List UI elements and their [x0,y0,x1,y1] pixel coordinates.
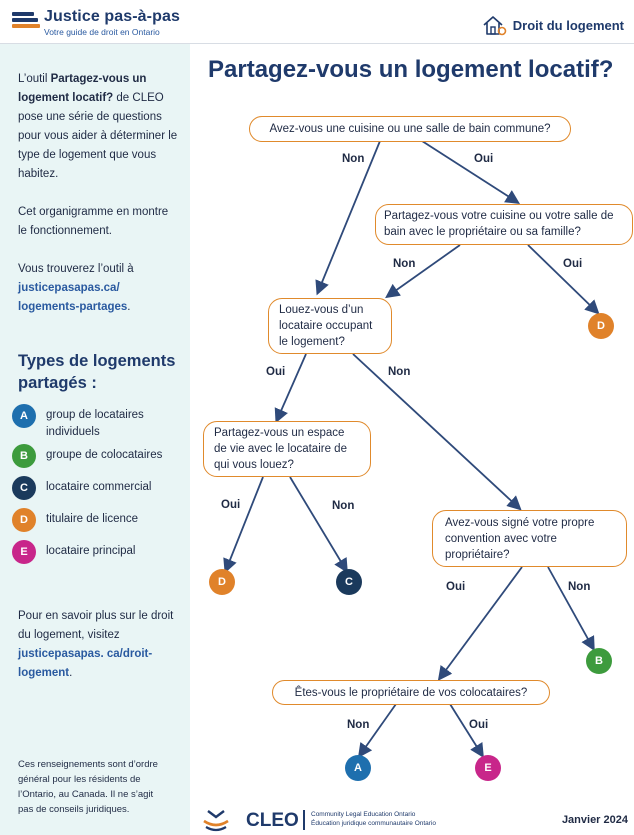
topic-label: Droit du logement [512,17,624,33]
legend-item-c: C locataire commercial [12,476,184,500]
outcome-a-individual-tenants: A [345,755,371,781]
label-q1-yes: Oui [474,153,494,165]
arrow-q3-no [352,353,522,511]
label-q3-no: Non [388,366,411,378]
intro-paragraph-3: Vous trouverez l’outil à justicepasapas.… [18,260,178,317]
outcome-c-commercial-tenant: C [336,569,362,595]
legend-label-b: groupe de colocataires [46,449,163,461]
arrow-q2-yes [527,244,600,315]
outcome-e-head-tenant: E [475,755,501,781]
justice-logo-icon [12,12,40,34]
label-q6-no: Non [347,719,370,731]
label-q1-no: Non [342,153,365,165]
intro-3-a: Vous trouverez l’outil à [18,263,134,275]
arrow-q4-no [289,476,348,574]
label-q3-yes: Oui [266,366,286,378]
arrow-q5-yes [437,566,523,681]
question-shared-kitchen: Avez-vous une cuisine ou une salle de ba… [249,116,571,142]
arrow-q4-yes [223,476,264,574]
label-q2-yes: Oui [563,258,583,270]
tool-link[interactable]: justicepasapas.ca/ logements-partages [18,282,128,313]
question-share-living-space: Partagez-vous un espace de vie avec le l… [203,421,371,477]
arrow-q6-no [357,703,397,758]
label-q5-yes: Oui [446,581,466,593]
arrow-q2-no [385,244,461,299]
cleo-english-name: Community Legal Education Ontario [311,811,416,818]
outcome-d-licensee-2: D [209,569,235,595]
more-period: . [69,667,73,679]
legend-label-c: locataire commercial [46,481,152,493]
question-rent-from-tenant: Louez-vous d’un locataire occupant le lo… [268,298,392,354]
header-divider [0,43,634,44]
arrow-q1-yes [421,140,521,204]
intro-1-a: L’outil [18,73,51,85]
page-footer: CLEO Community Legal Education Ontario É… [196,804,634,835]
cleo-logo-icon [203,810,229,832]
legend-label-e: locataire principal [46,545,136,557]
housing-law-link[interactable]: justicepasapas. ca/droit-logement [18,648,153,679]
cleo-french-name: Éducation juridique communautaire Ontari… [311,820,437,827]
legend-item-e: E locataire principal [12,540,184,564]
label-q5-no: Non [568,581,591,593]
more-info: Pour en savoir plus sur le droit du loge… [18,607,178,683]
label-q2-no: Non [393,258,416,270]
intro-text: L’outil Partagez-vous un logement locati… [18,70,178,317]
question-signed-agreement: Avez-vous signé votre propre convention … [432,510,627,567]
outcome-d-licensee: D [588,313,614,339]
outcome-b-cotenants: B [586,648,612,674]
page-title: Partagez-vous un logement locatif? [208,56,614,83]
legend-badge-d: D [12,508,36,532]
question-landlord-of-roommates: Êtes-vous le propriétaire de vos colocat… [272,680,550,705]
brand-subtitle: Votre guide de droit en Ontario [44,27,160,37]
arrow-q1-no [315,140,381,296]
brand-title: Justice pas-à-pas [44,8,180,25]
cleo-name: CLEO [246,810,299,831]
disclaimer: Ces renseignements sont d’ordre général … [18,759,158,815]
legend-item-b: B groupe de colocataires [12,444,184,468]
types-heading: Types de logements partagés : [18,352,176,392]
legend-badge-c: C [12,476,36,500]
label-q6-yes: Oui [469,719,489,731]
intro-1-c: de CLEO pose une série de questions pour… [18,92,178,180]
legend-item-a: A group de locataires individuels [12,404,184,441]
topic-badge: Droit du logement [481,14,624,36]
legend-badge-a: A [12,404,36,428]
more-text: Pour en savoir plus sur le droit du loge… [18,610,174,641]
label-q4-yes: Oui [221,499,241,511]
publication-date: Janvier 2024 [561,814,628,826]
intro-tool-name: Partagez-vous un logement locatif? [18,73,147,104]
arrow-q5-no [547,566,595,652]
label-q4-no: Non [332,500,355,512]
intro-paragraph-2: Cet organigramme en montre le fonctionne… [18,206,169,237]
cleo-separator [303,810,305,830]
legend-label-a: group de locataires individuels [46,409,144,438]
arrow-q3-yes [274,353,307,424]
legend-badge-e: E [12,540,36,564]
intro-3-c: . [127,301,131,313]
intro-paragraph-1: L’outil Partagez-vous un logement locati… [18,70,178,184]
sidebar: L’outil Partagez-vous un logement locati… [0,44,190,835]
house-icon [483,16,507,36]
legend-label-d: titulaire de licence [46,513,139,525]
arrow-q6-yes [449,703,484,759]
page-header: Justice pas-à-pas Votre guide de droit e… [0,0,634,44]
legend-badge-b: B [12,444,36,468]
legend-item-d: D titulaire de licence [12,508,184,532]
question-share-with-landlord: Partagez-vous votre cuisine ou votre sal… [375,204,633,245]
